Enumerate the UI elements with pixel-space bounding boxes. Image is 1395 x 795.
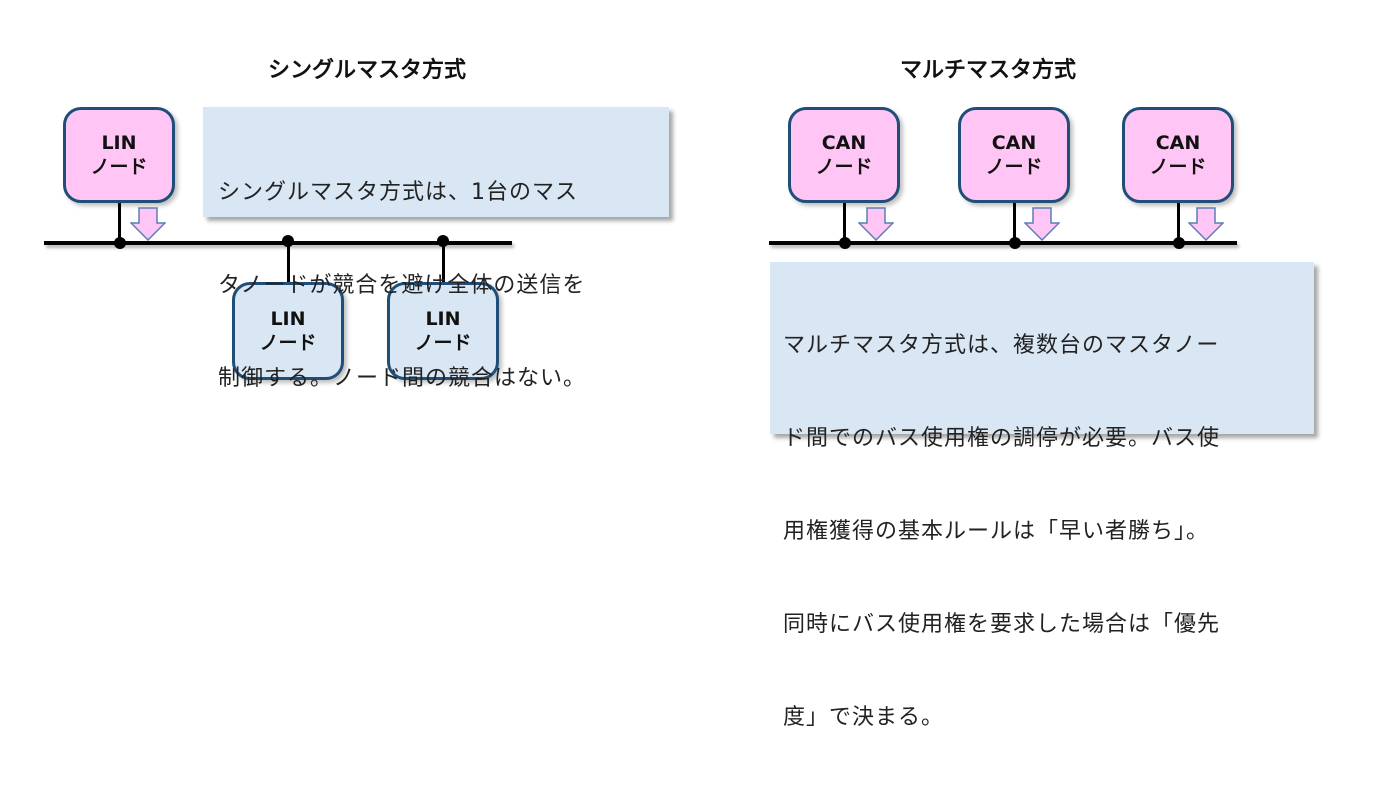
node-label-type: ノード: [815, 156, 873, 178]
node-label-protocol: LIN: [425, 308, 461, 330]
slave-stub-line: [442, 243, 445, 285]
bus-junction-dot: [1009, 237, 1021, 249]
description-line: 同時にバス使用権を要求した場合は「優先: [783, 612, 1221, 637]
node-label-type: ノード: [1149, 156, 1207, 178]
node-label-type: ノード: [985, 156, 1043, 178]
node-label-type: ノード: [414, 332, 472, 354]
bus-junction-dot: [282, 235, 294, 247]
node-label-type: ノード: [259, 332, 317, 354]
lin-slave-node: LIN ノード: [232, 282, 344, 380]
node-label-protocol: LIN: [101, 132, 137, 154]
can-node: CAN ノード: [788, 107, 900, 203]
node-label-protocol: LIN: [270, 308, 306, 330]
node-stub-line: [1177, 203, 1180, 245]
lin-master-node: LIN ノード: [63, 107, 175, 203]
transmit-arrow-icon: [1024, 207, 1060, 241]
multi-master-title: マルチマスタ方式: [900, 58, 1077, 83]
node-label-protocol: CAN: [991, 132, 1037, 154]
can-node: CAN ノード: [958, 107, 1070, 203]
slave-stub-line: [287, 243, 290, 285]
description-line: 用権獲得の基本ルールは「早い者勝ち」。: [783, 519, 1210, 544]
bus-junction-dot: [1173, 237, 1185, 249]
bus-junction-dot: [437, 235, 449, 247]
node-stub-line: [1013, 203, 1016, 245]
can-node: CAN ノード: [1122, 107, 1234, 203]
description-line: 度」で決まる。: [783, 705, 945, 730]
description-line: 制御する。ノード間の競合はない。: [218, 366, 587, 391]
description-line: シングルマスタ方式は、1台のマス: [218, 180, 578, 205]
node-stub-line: [843, 203, 846, 245]
single-master-title: シングルマスタ方式: [268, 58, 467, 83]
description-line: マルチマスタ方式は、複数台のマスタノー: [783, 333, 1220, 358]
single-master-description: シングルマスタ方式は、1台のマス タノードが競合を避け全体の送信を 制御する。ノ…: [203, 107, 669, 391]
master-stub-line: [118, 203, 121, 245]
node-label-protocol: CAN: [1155, 132, 1201, 154]
description-line: タノードが競合を避け全体の送信を: [218, 273, 586, 298]
bus-junction-dot: [839, 237, 851, 249]
can-bus-line: [769, 241, 1237, 245]
multi-master-description: マルチマスタ方式は、複数台のマスタノー ド間でのバス使用権の調停が必要。バス使 …: [770, 262, 1314, 730]
transmit-arrow-icon: [130, 207, 166, 241]
lin-slave-node: LIN ノード: [387, 282, 499, 380]
node-label-type: ノード: [90, 156, 148, 178]
node-label-protocol: CAN: [821, 132, 867, 154]
lin-bus-line: [44, 241, 512, 245]
description-line: ド間でのバス使用権の調停が必要。バス使: [783, 426, 1221, 451]
bus-junction-dot: [114, 237, 126, 249]
transmit-arrow-icon: [1188, 207, 1224, 241]
transmit-arrow-icon: [858, 207, 894, 241]
